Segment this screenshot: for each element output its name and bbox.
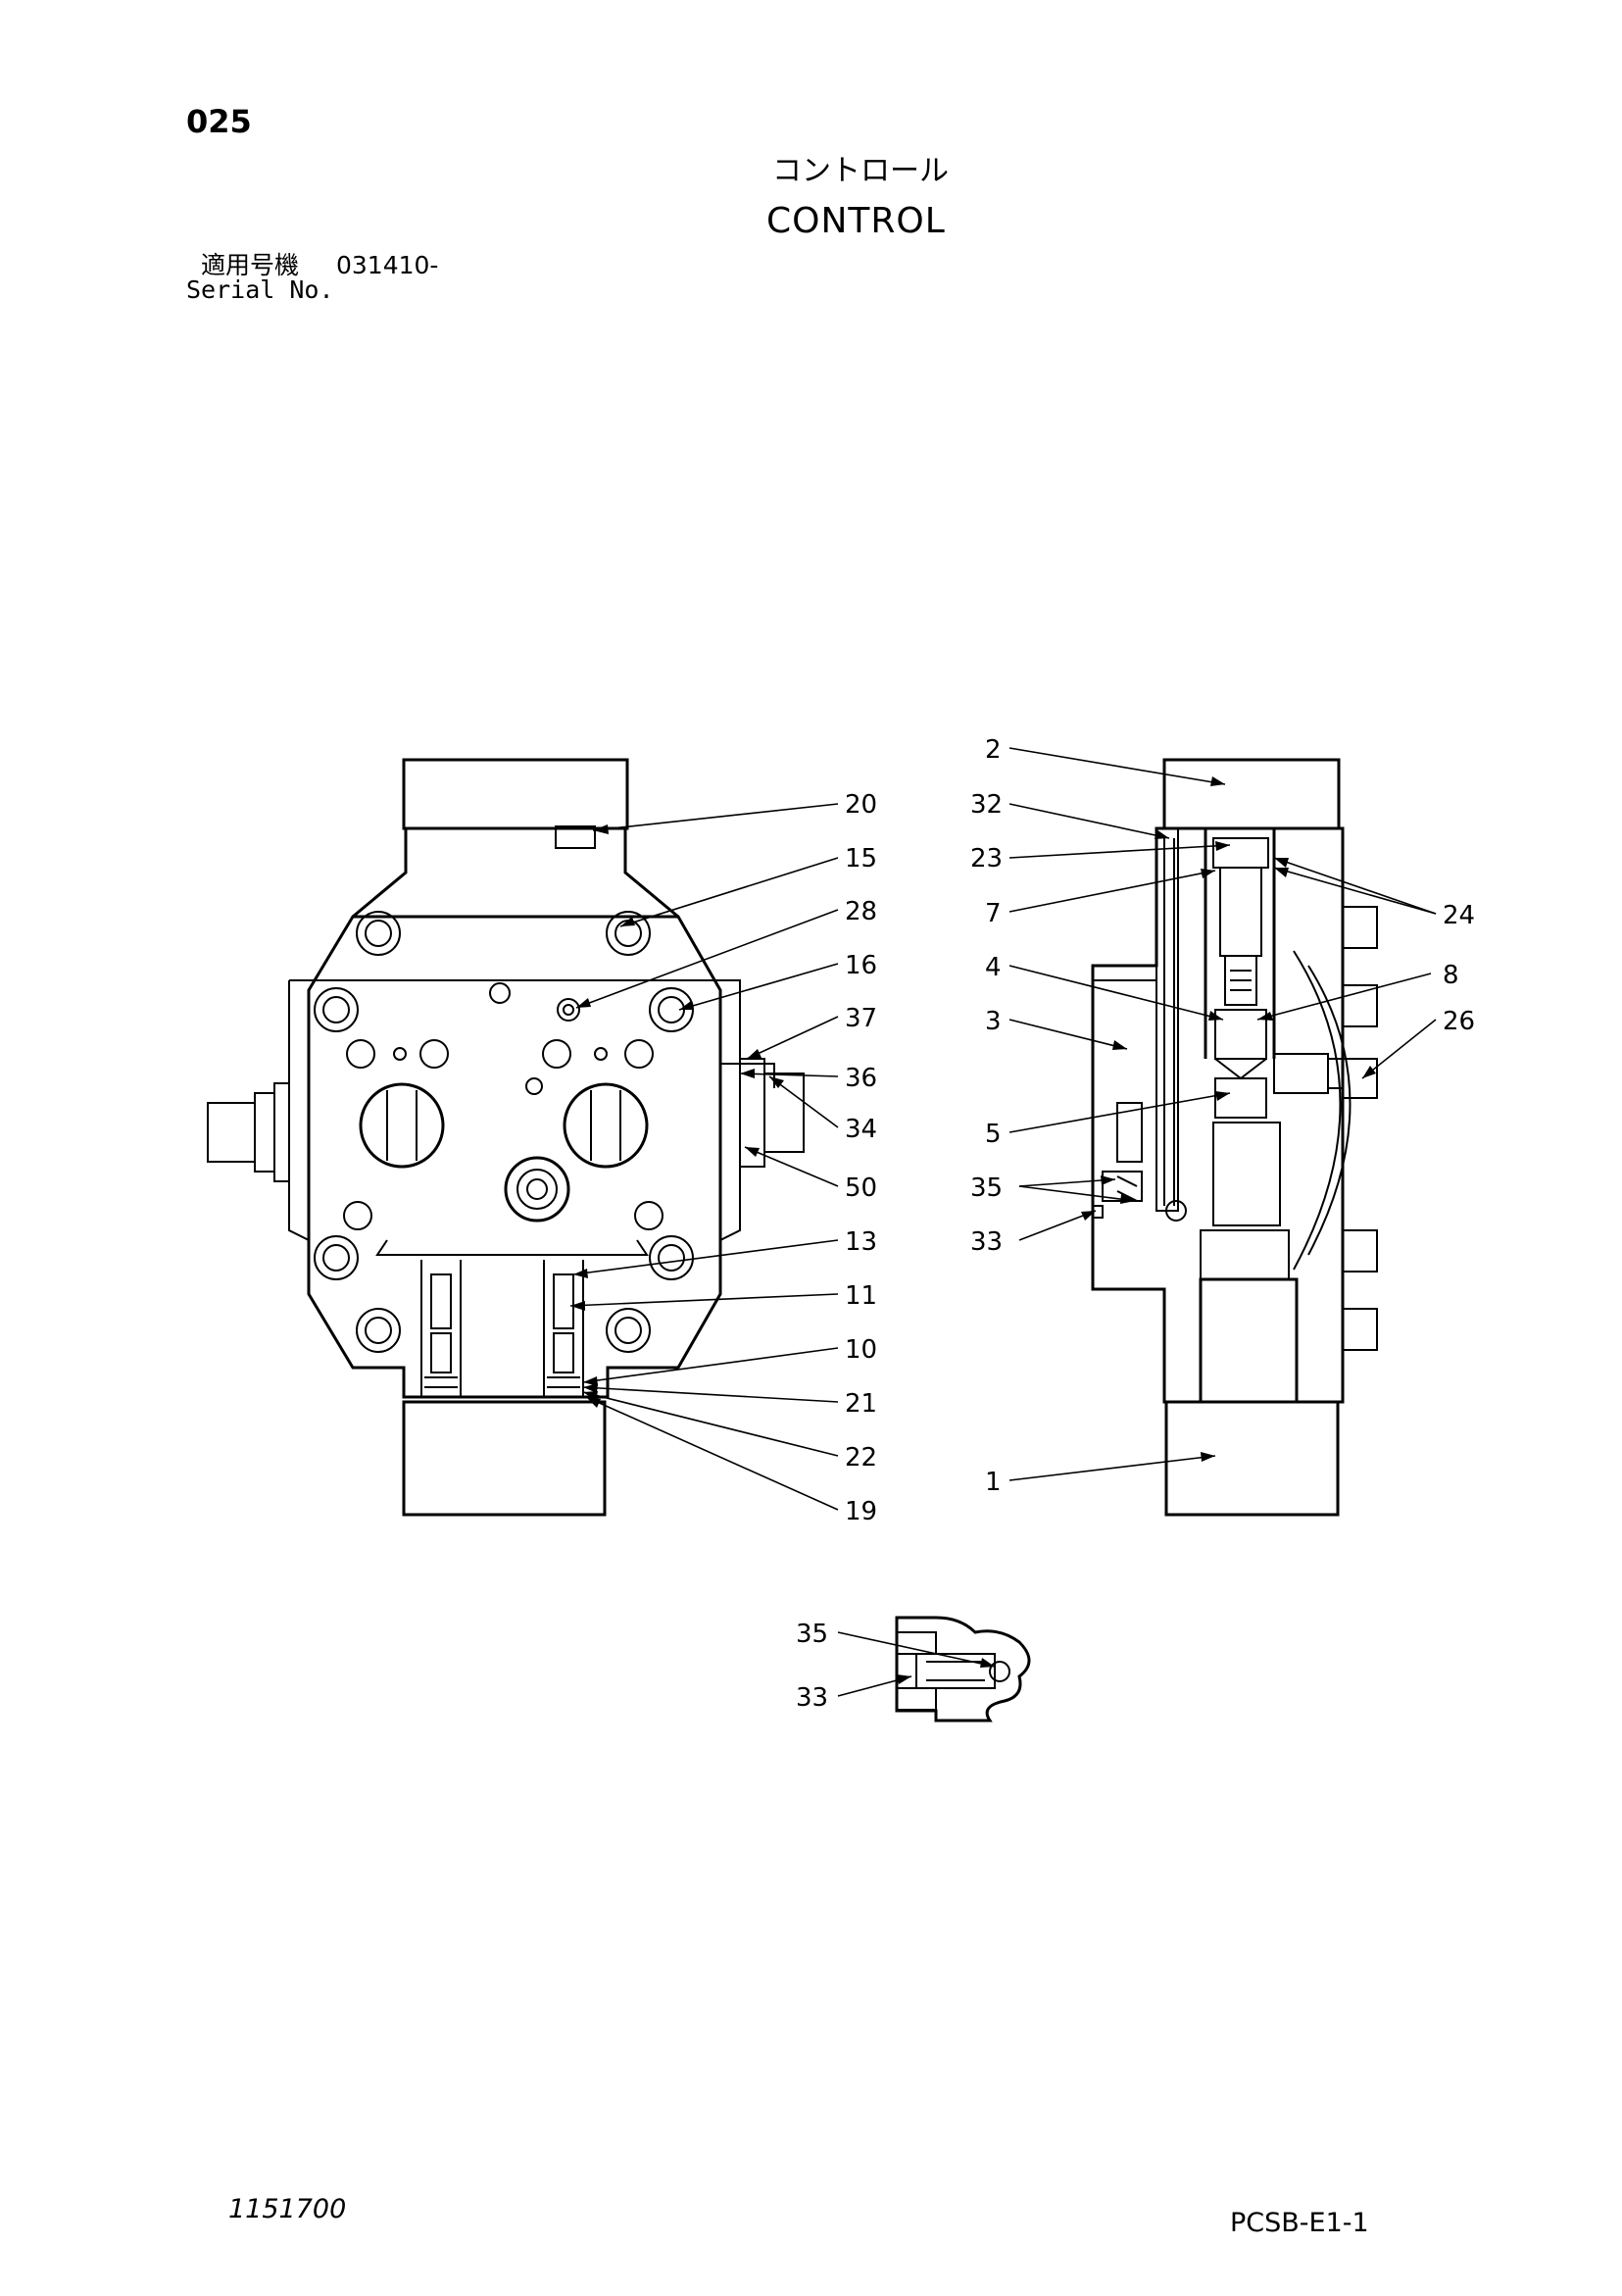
callout-32: 32	[970, 790, 1003, 820]
front-view-drawing	[207, 758, 805, 1517]
sheet-code: PCSB-E1-1	[1230, 2208, 1369, 2238]
callout-37: 37	[845, 1004, 877, 1033]
callout-28: 28	[845, 897, 877, 926]
page-title-japanese: コントロール	[772, 154, 949, 188]
callout-4: 4	[985, 953, 1002, 982]
callout-2: 2	[985, 735, 1002, 765]
callout-10: 10	[845, 1335, 877, 1365]
callout-15: 15	[845, 844, 877, 873]
callout-8: 8	[1443, 961, 1459, 990]
callout-detail-35: 35	[796, 1620, 828, 1649]
callout-5: 5	[985, 1120, 1002, 1149]
callout-11: 11	[845, 1281, 877, 1311]
callout-26: 26	[1443, 1007, 1475, 1036]
callout-20: 20	[845, 790, 877, 820]
leader-lines	[569, 747, 1437, 1697]
callout-34: 34	[845, 1115, 877, 1144]
callout-21: 21	[845, 1389, 877, 1419]
drawing-number: 1151700	[228, 2194, 347, 2224]
page-title: CONTROL	[766, 201, 946, 241]
callout-1: 1	[985, 1468, 1002, 1497]
callout-36: 36	[845, 1064, 877, 1093]
callout-23: 23	[970, 844, 1003, 873]
serial-number-value: 031410-	[336, 251, 439, 279]
callout-3: 3	[985, 1007, 1002, 1036]
callout-16: 16	[845, 951, 877, 980]
callout-50: 50	[845, 1173, 877, 1203]
callout-22: 22	[845, 1443, 877, 1472]
callout-labels: 20 15 28 16 37 36 34 50 13 11 10 21 22 1…	[796, 735, 1475, 1713]
section-view-drawing	[1091, 758, 1378, 1517]
serial-label: Serial No.	[186, 275, 334, 304]
detail-view-drawing	[895, 1616, 1031, 1722]
callout-13: 13	[845, 1227, 877, 1257]
page-number: 025	[186, 103, 252, 140]
callout-33: 33	[970, 1227, 1003, 1257]
callout-35: 35	[970, 1173, 1003, 1203]
serial-label-japanese: 適用号機	[201, 251, 300, 279]
callout-7: 7	[985, 899, 1002, 928]
callout-19: 19	[845, 1497, 877, 1526]
callout-detail-33: 33	[796, 1683, 828, 1713]
callout-24: 24	[1443, 901, 1475, 930]
